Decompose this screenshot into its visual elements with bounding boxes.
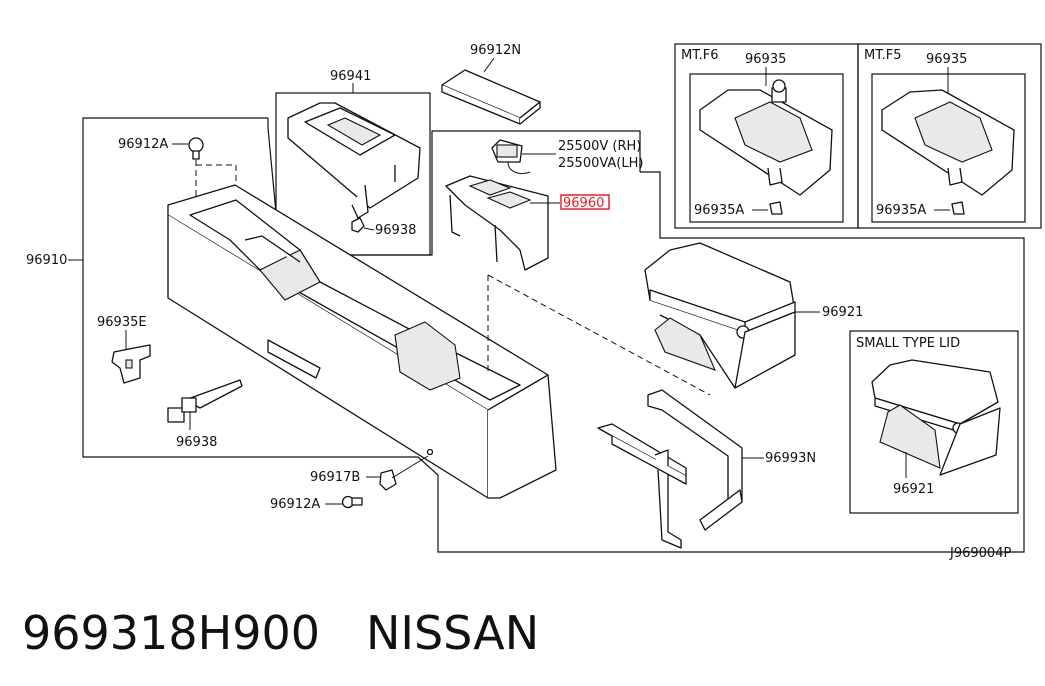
label-96960: 96960	[563, 196, 604, 211]
finisher-96941	[287, 102, 421, 219]
parts-diagram: 96941 96938 96912N 25500V (RH) 25500VA(L…	[26, 43, 1042, 561]
label-96912A-bottom: 96912A	[270, 497, 320, 512]
label-25500VA: 25500VA(LH)	[558, 156, 643, 171]
brand-name: NISSAN	[366, 606, 540, 660]
main-assembly-frame	[82, 117, 1025, 553]
label-25500V: 25500V (RH)	[558, 139, 641, 154]
panel-96912N	[441, 69, 541, 125]
inset-small-type-lid: SMALL TYPE LID 96921	[849, 330, 1019, 514]
bracket-96935E	[111, 344, 151, 384]
highlight-96960	[560, 194, 610, 210]
bezel-96960	[445, 175, 549, 271]
clip-96938-bottom	[167, 379, 243, 423]
label-96935E: 96935E	[97, 315, 147, 330]
label-96912A-top: 96912A	[118, 137, 168, 152]
inset-small-title: SMALL TYPE LID	[856, 336, 960, 351]
label-96912N: 96912N	[470, 43, 521, 58]
clip-96917B	[379, 469, 397, 491]
inset-mt-f5: MT.F5 96935 96935A	[857, 43, 1042, 229]
label-96917B: 96917B	[310, 470, 360, 485]
screw-96912A-bottom	[341, 495, 363, 509]
switch-25500V	[491, 139, 531, 175]
reference-code: J969004P	[949, 546, 1011, 561]
console-96910	[167, 184, 557, 499]
label-96921-small: 96921	[893, 482, 934, 497]
bracket-96993N	[597, 389, 743, 549]
label-96941: 96941	[330, 69, 371, 84]
armrest-96921	[644, 242, 796, 389]
inset-f5-title: MT.F5	[864, 48, 902, 63]
screw-96912A-top	[188, 137, 204, 160]
part-number: 969318H900	[22, 606, 320, 660]
label-96938-top: 96938	[375, 223, 416, 238]
label-96993N: 96993N	[765, 451, 816, 466]
inset-f5-part: 96935	[926, 52, 967, 67]
label-96921-main: 96921	[822, 305, 863, 320]
inset-f6-clip: 96935A	[694, 203, 744, 218]
caption: 969318H900 NISSAN	[22, 598, 1022, 668]
inset-mt-f6: MT.F6 96935 96935A	[674, 43, 859, 229]
clip-96938-top	[351, 217, 375, 233]
inset-f6-title: MT.F6	[681, 48, 719, 63]
inset-f6-part: 96935	[745, 52, 786, 67]
switch-group-frame	[267, 118, 641, 256]
label-96910: 96910	[26, 253, 67, 268]
label-96938-bottom: 96938	[176, 435, 217, 450]
inset-f5-clip: 96935A	[876, 203, 926, 218]
